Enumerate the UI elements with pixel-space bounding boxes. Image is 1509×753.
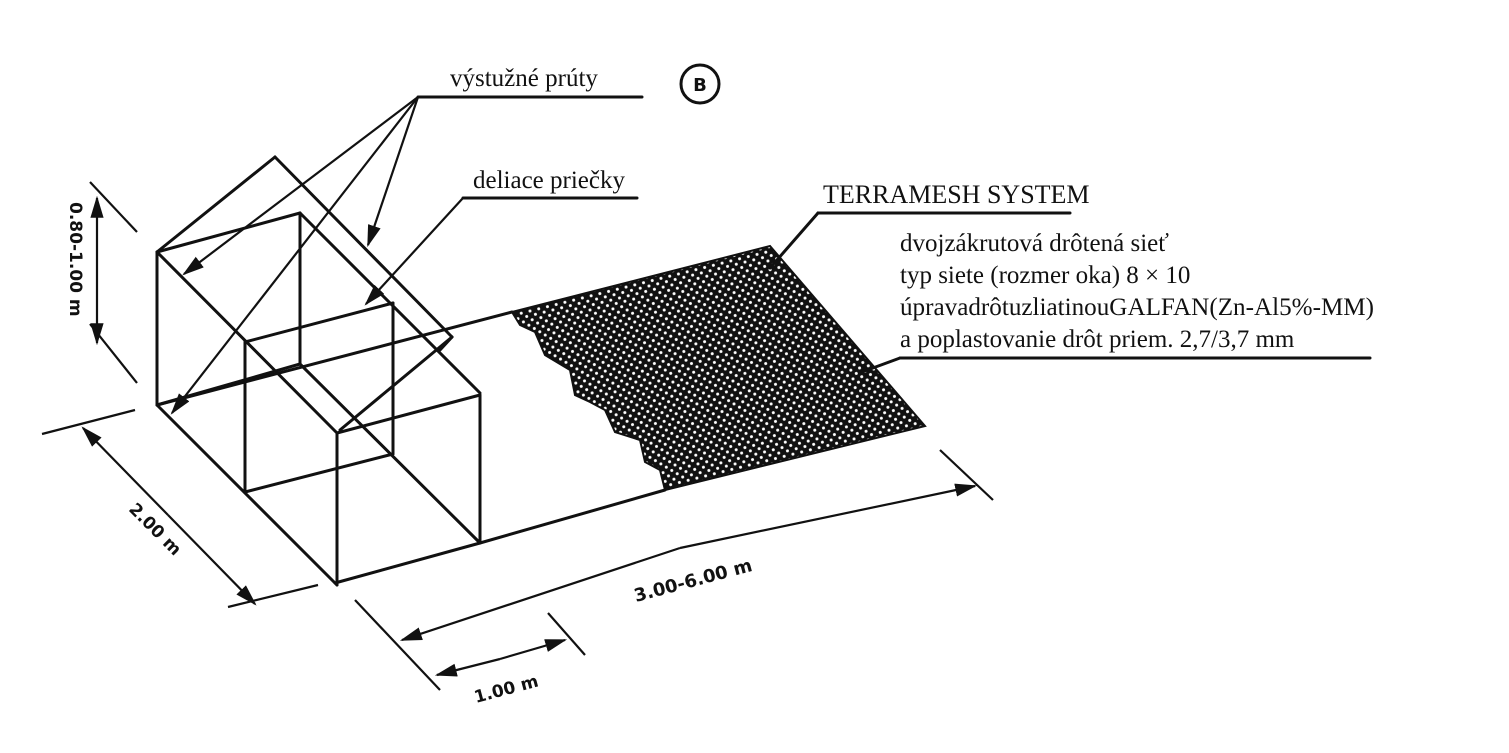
gabion-box bbox=[155, 155, 482, 587]
height-dimension: 0.80-1.00 m bbox=[65, 181, 138, 384]
width-dimension: 2.00 m bbox=[41, 408, 319, 609]
wire-mesh-panel bbox=[510, 244, 927, 492]
terramesh-callout: TERRAMESH SYSTEM dvojzákrutová drôtená s… bbox=[768, 180, 1374, 374]
spec-line: dvojzákrutová drôtená sieť bbox=[900, 230, 1169, 257]
reinforcing-bars-callout: výstužné prúty bbox=[170, 65, 644, 415]
length-dimension-label: 3.00-6.00 m bbox=[632, 555, 755, 607]
reinforcing-bars-label: výstužné prúty bbox=[450, 65, 598, 92]
system-title: TERRAMESH SYSTEM bbox=[823, 180, 1090, 209]
partitions-callout: deliace priečky bbox=[364, 167, 639, 306]
partitions-label: deliace priečky bbox=[473, 167, 625, 194]
detail-marker-label: B bbox=[693, 75, 707, 96]
spacing-dimension: 1.00 m bbox=[434, 612, 586, 708]
spec-line: typ siete (rozmer oka) 8 × 10 bbox=[900, 262, 1190, 289]
spec-line: a poplastovanie drôt priem. 2,7/3,7 mm bbox=[900, 326, 1295, 353]
height-dimension-label: 0.80-1.00 m bbox=[65, 202, 85, 317]
spacing-dimension-label: 1.00 m bbox=[472, 672, 541, 708]
spec-line: úpravadrôtuzliatinouGALFAN(Zn-Al5%-MM) bbox=[900, 294, 1374, 321]
detail-marker: B bbox=[679, 63, 721, 105]
width-dimension-label: 2.00 m bbox=[124, 499, 185, 560]
